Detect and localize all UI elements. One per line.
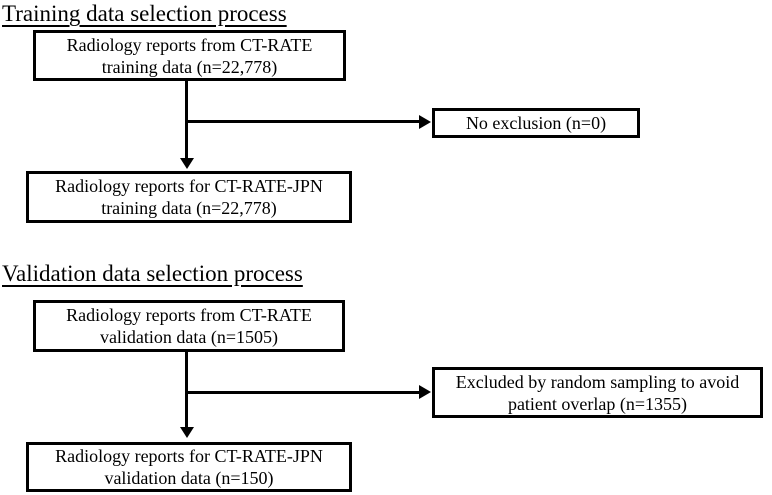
box-text-line: Excluded by random sampling to avoid bbox=[455, 371, 740, 392]
training-no-exclusion-box: No exclusion (n=0) bbox=[432, 108, 640, 138]
flow-line-vertical bbox=[185, 352, 188, 428]
box-text-line: No exclusion (n=0) bbox=[465, 113, 607, 133]
validation-source-box: Radiology reports from CT-RATE validatio… bbox=[33, 300, 345, 352]
training-section-heading: Training data selection process bbox=[2, 1, 287, 26]
box-text-line: Radiology reports from CT-RATE bbox=[66, 34, 313, 55]
box-text-line: Radiology reports from CT-RATE bbox=[66, 305, 312, 325]
box-text-line: validation data (n=1505) bbox=[99, 327, 279, 347]
box-text-line: training data (n=22,778) bbox=[101, 198, 277, 218]
flow-line-horizontal bbox=[185, 391, 420, 394]
down-arrowhead-icon bbox=[180, 427, 194, 438]
box-text-line: patient overlap (n=1355) bbox=[507, 393, 688, 414]
box-text-line: training data (n=22,778) bbox=[101, 56, 278, 77]
validation-exclusion-box: Excluded by random sampling to avoid pat… bbox=[432, 367, 763, 418]
training-source-box: Radiology reports from CT-RATE training … bbox=[33, 30, 346, 81]
right-arrowhead-icon bbox=[419, 385, 431, 399]
validation-section-heading: Validation data selection process bbox=[2, 261, 303, 286]
training-result-box: Radiology reports for CT-RATE-JPN traini… bbox=[26, 171, 352, 223]
flow-line-horizontal bbox=[185, 120, 420, 123]
box-text-line: Radiology reports for CT-RATE-JPN bbox=[55, 446, 323, 466]
right-arrowhead-icon bbox=[419, 115, 431, 129]
down-arrowhead-icon bbox=[180, 158, 194, 169]
box-text-line: Radiology reports for CT-RATE-JPN bbox=[55, 176, 323, 196]
validation-result-box: Radiology reports for CT-RATE-JPN valida… bbox=[26, 442, 352, 492]
box-text-line: validation data (n=150) bbox=[104, 468, 274, 488]
